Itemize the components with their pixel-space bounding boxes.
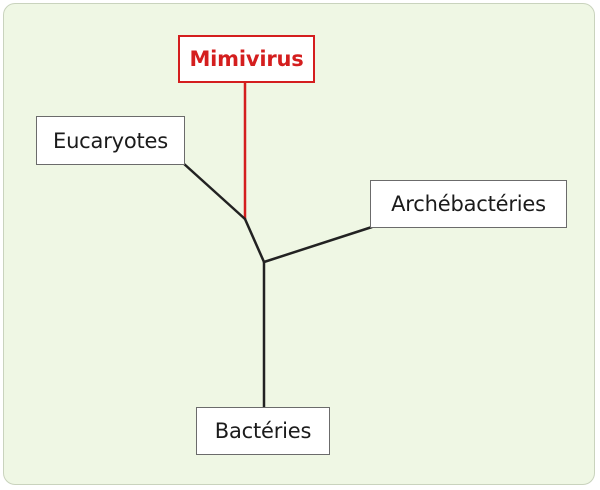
node-archebacteries-label: Archébactéries <box>391 192 546 216</box>
node-bacteries-label: Bactéries <box>214 419 312 443</box>
node-mimivirus-label: Mimivirus <box>189 47 304 71</box>
node-eucaryotes: Eucaryotes <box>36 116 185 165</box>
node-archebacteries: Archébactéries <box>370 180 567 228</box>
branch-eucaryotes <box>181 161 247 221</box>
branch-archebacteries <box>262 225 374 264</box>
node-bacteries: Bactéries <box>196 407 330 455</box>
branch-internal <box>243 217 266 264</box>
diagram-background-panel <box>3 3 595 485</box>
node-eucaryotes-label: Eucaryotes <box>53 128 168 153</box>
node-mimivirus: Mimivirus <box>178 35 315 83</box>
